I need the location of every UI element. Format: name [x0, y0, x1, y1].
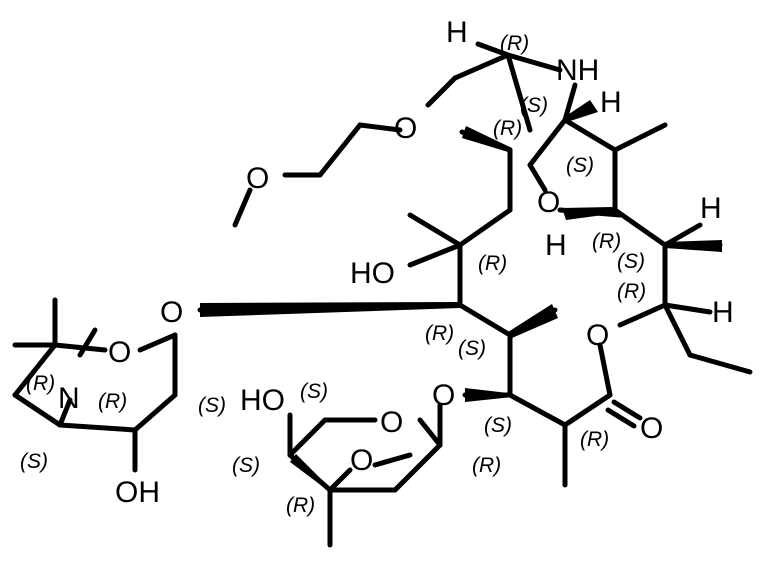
- atom-nh: NH: [556, 54, 599, 87]
- atom-o-ether2: O: [246, 162, 269, 195]
- atom-o-glyco: O: [160, 296, 183, 329]
- stereo-label: (R): [592, 230, 621, 253]
- atom-o-cladinose-link: O: [432, 379, 455, 412]
- atom-o-methoxy: O: [350, 444, 373, 477]
- stereo-label: (S): [198, 394, 226, 417]
- atom-o-ring-lactone: O: [586, 319, 609, 352]
- wedge-bonds: [200, 100, 722, 492]
- atom-o-sugar-ring: O: [108, 336, 131, 369]
- stereo-label: (S): [20, 450, 48, 473]
- atom-o-bridge: O: [537, 186, 560, 219]
- stereo-label: (S): [520, 94, 548, 117]
- atom-ho-c6: HO: [350, 257, 395, 290]
- atom-h-c13: H: [712, 296, 734, 329]
- stereo-label: (S): [458, 337, 486, 360]
- stereo-labels: (R) (S) (R) (S) (R) (R) (S) (R) (R) (S) …: [20, 32, 646, 517]
- stereo-label: (S): [300, 380, 328, 403]
- stereo-label: (R): [617, 280, 646, 303]
- stereo-label: (R): [500, 32, 529, 55]
- atom-labels: H NH H O O O H H HO O O H O N HO O O O O…: [58, 16, 734, 509]
- stereo-label: (S): [232, 454, 260, 477]
- stereo-label: (R): [425, 322, 454, 345]
- atom-h-c9: H: [600, 86, 622, 119]
- atom-n-amine: N: [58, 382, 80, 415]
- stereo-label: (R): [98, 390, 127, 413]
- stereo-label: (R): [26, 372, 55, 395]
- atom-o-carbonyl: O: [640, 412, 663, 445]
- bond-lines: [12, 41, 753, 548]
- stereo-label: (S): [617, 250, 645, 273]
- atom-oh-desosamine: OH: [115, 476, 160, 509]
- atom-h-left: H: [545, 229, 567, 262]
- atom-h-top: H: [446, 16, 468, 49]
- atom-h-right: H: [700, 192, 722, 225]
- stereo-label: (R): [286, 494, 315, 517]
- stereo-label: (S): [566, 154, 594, 177]
- atom-o-cladinose-ring: O: [380, 406, 403, 439]
- stereo-label: (R): [580, 428, 609, 451]
- atom-ho-cladinose: HO: [240, 384, 285, 417]
- stereo-label: (R): [478, 252, 507, 275]
- stereo-label: (S): [484, 414, 512, 437]
- stereo-label: (R): [472, 454, 501, 477]
- stereo-label: (R): [493, 117, 522, 140]
- atom-o-ether1: O: [394, 112, 417, 145]
